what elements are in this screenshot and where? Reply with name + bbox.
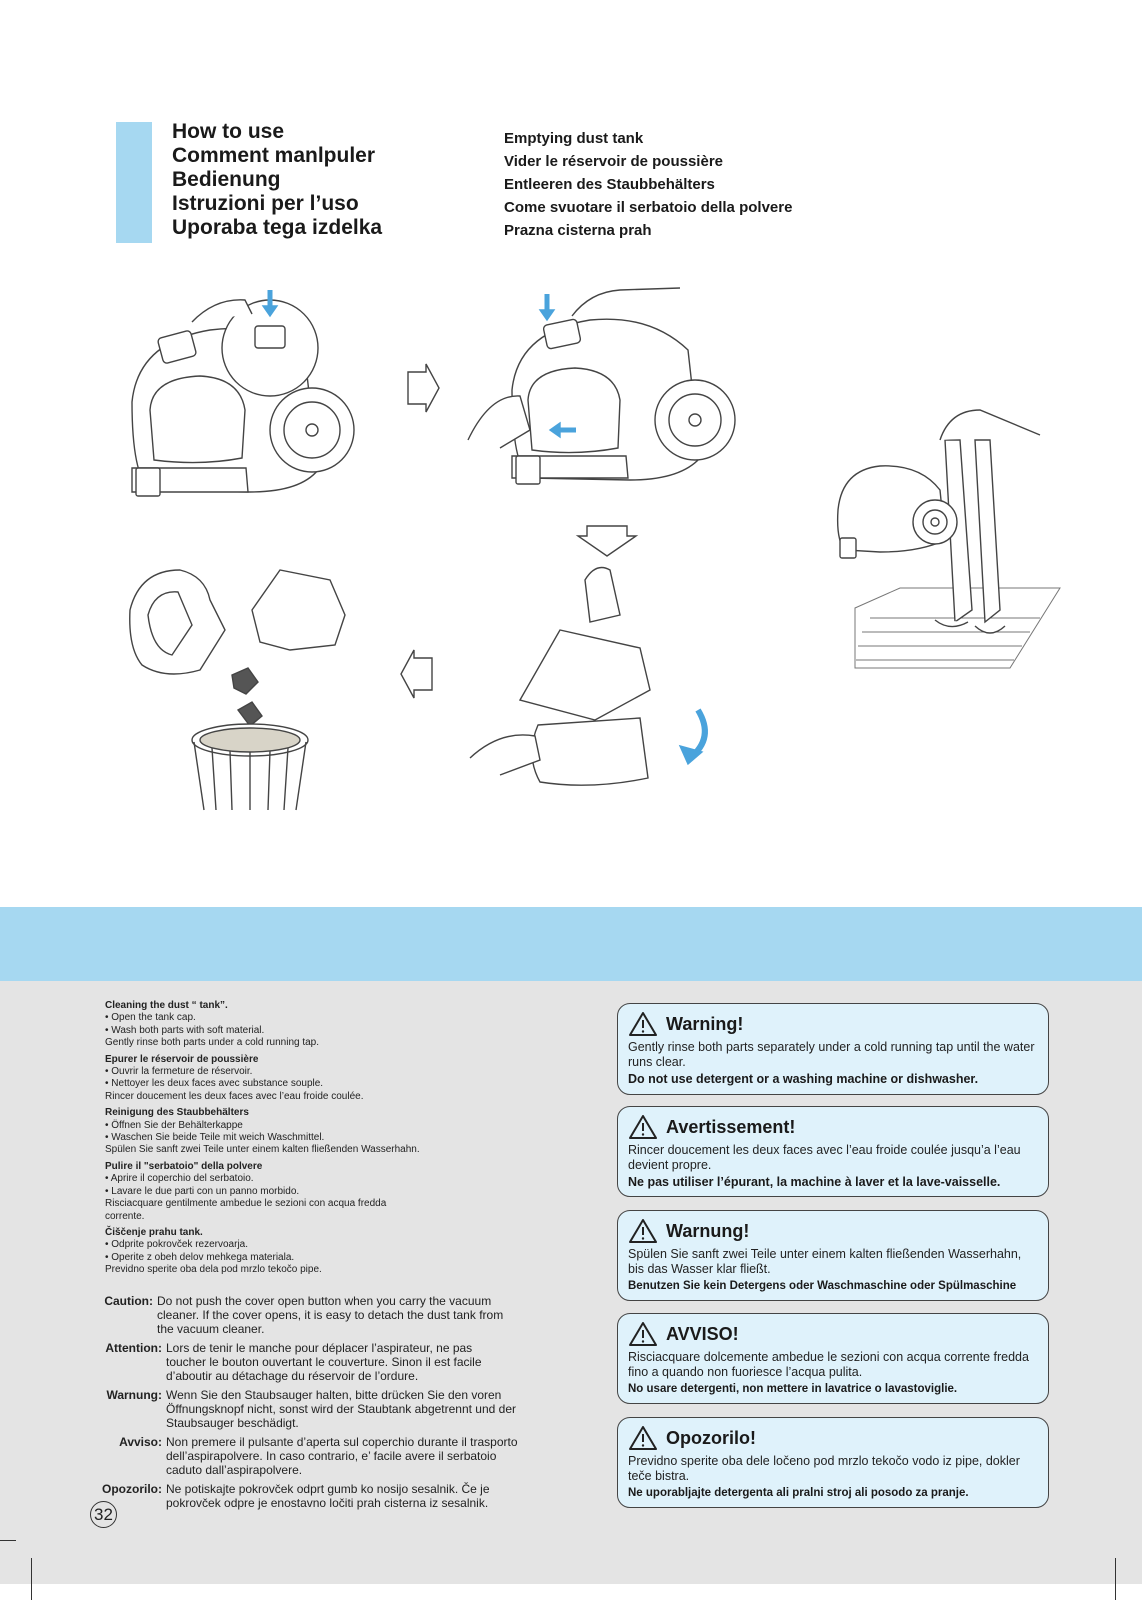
blue-band	[0, 907, 1142, 981]
section-subtitle-en: Emptying dust tank	[504, 130, 644, 147]
page-title-sl: Uporaba tega izdelka	[172, 216, 383, 239]
cleaning-section-it: Pulire il "serbatoio" della polvere • Ap…	[105, 1161, 575, 1223]
vacuum-step1-illustration	[131, 299, 355, 497]
cleaning-section-sl: Čiščenje prahu tank. • Odprite pokrovček…	[105, 1227, 575, 1277]
page-title-de: Bedienung	[172, 168, 281, 191]
warning-box-it: AVVISO! Risciacquare dolcemente ambedue …	[617, 1313, 1049, 1404]
cleaning-instructions: Cleaning the dust “ tank”. • Open the ta…	[105, 1000, 575, 1281]
section-color-bar	[116, 122, 152, 243]
cleaning-line: • Waschen Sie beide Teile mit weich Wasc…	[105, 1132, 325, 1144]
caution-it: Avviso: Non premere il pulsante d’aperta…	[95, 1435, 615, 1477]
warning-title: Warning!	[666, 1013, 744, 1034]
cleaning-line: • Ouvrir la fermeture de réservoir.	[105, 1066, 253, 1078]
warning-bold-text: Benutzen Sie kein Detergens oder Waschma…	[628, 1280, 1017, 1292]
cleaning-line: • Nettoyer les deux faces avec substance…	[105, 1078, 324, 1090]
warning-box-sl: Opozorilo! Previdno sperite oba dele loč…	[617, 1417, 1049, 1508]
cleaning-line: • Odprite pokrovček rezervoarja.	[105, 1239, 249, 1251]
cleaning-section-en: Cleaning the dust “ tank”. • Open the ta…	[105, 1000, 575, 1050]
warning-text: Rincer doucement les deux faces avec l’e…	[628, 1143, 1021, 1172]
warning-title: AVVISO!	[666, 1323, 739, 1344]
page-title-block: How to use Comment manlpuler Bedienung I…	[172, 120, 472, 240]
arrow-left-icon	[400, 649, 433, 699]
cleaning-line: Spülen Sie sanft zwei Teile unter einem …	[105, 1144, 420, 1156]
warning-triangle-icon	[629, 1012, 657, 1036]
caution-text: Lors de tenir le manche pour déplacer l’…	[166, 1341, 482, 1383]
warning-text: Risciacquare dolcemente ambedue le sezio…	[628, 1350, 1029, 1379]
caution-text: Ne potiskajte pokrovček odprt gumb ko no…	[166, 1482, 490, 1510]
warning-title: Avertissement!	[666, 1116, 796, 1137]
caution-de: Warnung: Wenn Sie den Staubsauger halten…	[95, 1388, 615, 1430]
warning-triangle-icon	[629, 1115, 657, 1139]
section-subtitle-block: Emptying dust tank Vider le réservoir de…	[504, 127, 924, 242]
caution-label: Avviso:	[119, 1435, 162, 1449]
cleaning-line: • Wash both parts with soft material.	[105, 1024, 265, 1036]
cleaning-section-title: Pulire il "serbatoio" della polvere	[105, 1160, 263, 1172]
person-carrying-vacuum-illustration	[836, 409, 1061, 669]
warning-bold-text: Do not use detergent or a washing machin…	[628, 1072, 979, 1086]
crop-mark	[31, 1558, 32, 1600]
warning-bold-text: Ne uporabljajte detergenta ali pralni st…	[628, 1487, 969, 1499]
arrow-down-icon	[575, 525, 639, 557]
warning-box-de: Warnung! Spülen Sie sanft zwei Teile unt…	[617, 1210, 1049, 1301]
page-title-it: Istruzioni per l’uso	[172, 192, 359, 215]
caution-sl: Opozorilo: Ne potiskajte pokrovček odprt…	[95, 1482, 615, 1510]
cleaning-line: Risciacquare gentilmente ambedue le sezi…	[105, 1198, 387, 1210]
bottom-margin	[0, 1584, 1142, 1600]
warning-bold-text: No usare detergenti, non mettere in lava…	[628, 1383, 958, 1395]
caution-en: Caution: Do not push the cover open butt…	[95, 1294, 615, 1336]
caution-text: Non premere il pulsante d’aperta sul cop…	[166, 1435, 518, 1477]
warning-title: Opozorilo!	[666, 1427, 756, 1448]
cleaning-line: Gently rinse both parts under a cold run…	[105, 1037, 320, 1049]
arrow-right-icon	[407, 363, 440, 413]
cleaning-line: • Aprire il coperchio del serbatoio.	[105, 1173, 254, 1185]
cleaning-section-title: Reinigung des Staubbehälters	[105, 1107, 249, 1119]
caution-label: Caution:	[104, 1294, 153, 1308]
cleaning-section-title: Čiščenje prahu tank.	[105, 1226, 203, 1238]
caution-label: Opozorilo:	[102, 1482, 162, 1496]
section-subtitle-fr: Vider le réservoir de poussière	[504, 153, 724, 170]
cleaning-section-fr: Epurer le réservoir de poussière • Ouvri…	[105, 1054, 575, 1104]
warning-box-fr: Avertissement! Rincer doucement les deux…	[617, 1106, 1049, 1197]
caution-text: Wenn Sie den Staubsauger halten, bitte d…	[166, 1388, 517, 1430]
warning-box-en: Warning! Gently rinse both parts separat…	[617, 1003, 1049, 1095]
caution-fr: Attention: Lors de tenir le manche pour …	[95, 1341, 615, 1383]
cleaning-line: corrente.	[105, 1210, 145, 1222]
vacuum-step2-illustration	[467, 287, 736, 485]
cleaning-line: Previdno sperite oba dela pod mrzlo teko…	[105, 1264, 322, 1276]
section-subtitle-it: Come svuotare il serbatoio della polvere	[504, 199, 793, 216]
cleaning-line: • Operite z obeh delov mehkega materiala…	[105, 1251, 295, 1263]
tank-parts-and-trash-illustration	[129, 569, 346, 811]
crop-mark	[0, 1540, 16, 1541]
warning-text: Spülen Sie sanft zwei Teile unter einem …	[628, 1247, 1022, 1276]
cleaning-section-title: Epurer le réservoir de poussière	[105, 1053, 259, 1065]
section-subtitle-sl: Prazna cisterna prah	[504, 222, 652, 239]
cleaning-line: • Öffnen Sie der Behälterkappe	[105, 1119, 243, 1131]
caution-text: Do not push the cover open button when y…	[157, 1294, 504, 1336]
cleaning-line: • Lavare le due parti con un panno morbi…	[105, 1185, 300, 1197]
page-title-fr: Comment manlpuler	[172, 144, 376, 167]
warning-triangle-icon	[629, 1219, 657, 1243]
cleaning-section-title: Cleaning the dust “ tank”.	[105, 1000, 228, 1011]
warning-text: Previdno sperite oba dele ločeno pod mrz…	[628, 1454, 1020, 1483]
warning-text: Gently rinse both parts separately under…	[628, 1040, 1035, 1069]
cleaning-line: • Open the tank cap.	[105, 1012, 196, 1024]
instruction-illustrations	[129, 287, 1061, 811]
caution-notes: Caution: Do not push the cover open butt…	[95, 1294, 615, 1515]
section-subtitle-de: Entleeren des Staubbehälters	[504, 176, 715, 193]
warning-bold-text: Ne pas utiliser l’épurant, la machine à …	[628, 1175, 1001, 1189]
rinsing-tank-illustration	[469, 566, 651, 786]
caution-label: Warnung:	[106, 1388, 162, 1402]
page-number: 32	[90, 1501, 117, 1528]
page-title-en: How to use	[172, 120, 285, 143]
caution-label: Attention:	[105, 1341, 162, 1355]
cleaning-section-de: Reinigung des Staubbehälters • Öffnen Si…	[105, 1107, 575, 1157]
warning-title: Warnung!	[666, 1220, 750, 1241]
crop-mark	[1115, 1558, 1116, 1600]
warning-triangle-icon	[629, 1426, 657, 1450]
warning-triangle-icon	[629, 1322, 657, 1346]
cleaning-line: Rincer doucement les deux faces avec l’e…	[105, 1090, 364, 1102]
